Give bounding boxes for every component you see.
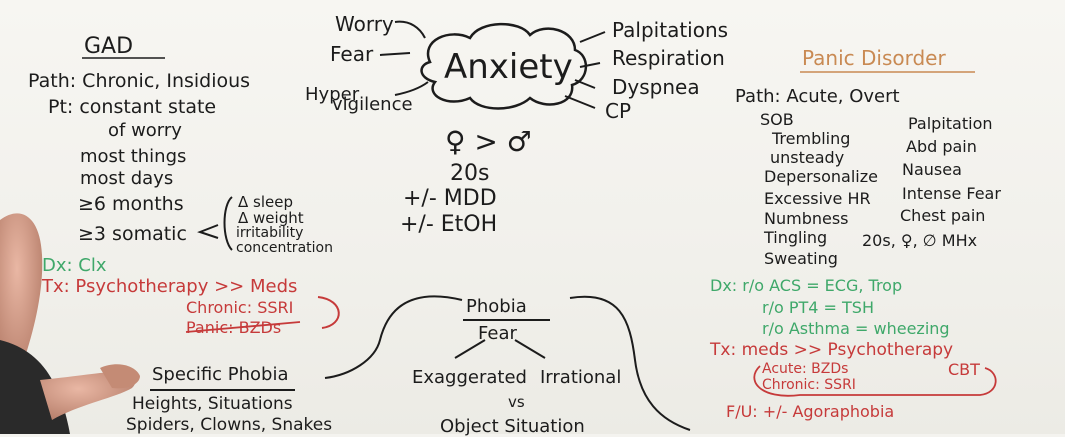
gad-somatic-sleep: Δ sleep bbox=[238, 193, 293, 211]
panic-tx: Tx: meds >> Psychotherapy bbox=[710, 340, 954, 360]
panic-sym-depersonalize: Depersonalize bbox=[764, 167, 878, 186]
phobia-right-curve bbox=[569, 295, 691, 431]
gad-duration: ≥6 months bbox=[78, 193, 184, 215]
trigger-cp: CP bbox=[605, 99, 632, 123]
arrow-cp bbox=[564, 95, 596, 109]
panic-path: Path: Acute, Overt bbox=[735, 86, 900, 107]
panic-cbt: CBT bbox=[948, 360, 980, 379]
trigger-dyspnea: Dyspnea bbox=[612, 75, 700, 99]
specific-phobia-2: Spiders, Clowns, Snakes bbox=[126, 415, 333, 435]
phobia-irrational: Irrational bbox=[540, 367, 622, 388]
panic-sym-nausea: Nausea bbox=[902, 160, 962, 179]
gad-panic: Panic: BZDs bbox=[186, 318, 282, 337]
panic-agoraphobia: F/U: +/- Agoraphobia bbox=[726, 402, 895, 421]
trigger-respiration: Respiration bbox=[612, 46, 725, 70]
panic-dx-1: Dx: r/o ACS = ECG, Trop bbox=[710, 276, 903, 295]
somatic-brace bbox=[223, 196, 233, 251]
gad-pt-3: most things bbox=[80, 146, 187, 167]
panic-sym-trembling: Trembling bbox=[772, 129, 851, 148]
gad-somatic: ≥3 somatic bbox=[78, 223, 187, 245]
trigger-palpitations: Palpitations bbox=[612, 18, 729, 42]
panic-sym-chest-pain: Chest pain bbox=[900, 206, 986, 225]
gad-chronic: Chronic: SSRI bbox=[186, 298, 294, 317]
phobia-branch-left bbox=[454, 339, 486, 359]
gad-pt-1: Pt: constant state bbox=[48, 96, 217, 118]
panic-sym-excessive-hr: Excessive HR bbox=[764, 189, 871, 208]
arrow-resp bbox=[579, 62, 601, 68]
panic-dx-2: r/o PT4 = TSH bbox=[762, 298, 874, 317]
gad-title: GAD bbox=[84, 34, 134, 59]
comorbid-mdd: +/- MDD bbox=[403, 186, 497, 211]
trigger-vigilence: vigilence bbox=[332, 94, 413, 115]
presenter-hand bbox=[100, 364, 140, 389]
panic-title: Panic Disorder bbox=[802, 46, 946, 70]
phobia-exaggerated: Exaggerated bbox=[412, 367, 527, 388]
gad-pt-2: of worry bbox=[108, 120, 182, 141]
arrow-fear bbox=[379, 52, 411, 56]
panic-dx-3: r/o Asthma = wheezing bbox=[762, 319, 950, 338]
panic-sym-sob: SOB bbox=[760, 110, 794, 129]
panic-sym-tingling: Tingling bbox=[764, 228, 828, 247]
anxiety-cloud bbox=[420, 22, 588, 110]
specific-phobia-title: Specific Phobia bbox=[152, 364, 289, 385]
somatic-arrow bbox=[197, 224, 219, 239]
gender-ratio: ♀ > ♂ bbox=[445, 125, 532, 158]
arrow-dysp bbox=[574, 79, 596, 89]
gad-somatic-weight: Δ weight bbox=[238, 209, 304, 227]
phobia-title: Phobia bbox=[466, 296, 527, 317]
gad-pt-4: most days bbox=[80, 168, 174, 189]
presenter-head bbox=[0, 213, 43, 372]
trigger-worry: Worry bbox=[335, 12, 394, 36]
panic-sym-sweating: Sweating bbox=[764, 249, 838, 268]
panic-sym-palpitation: Palpitation bbox=[908, 114, 993, 133]
panic-demographic: 20s, ♀, ∅ MHx bbox=[862, 231, 978, 250]
gad-somatic-concentration: concentration bbox=[236, 240, 333, 256]
panic-sym-intense-fear: Intense Fear bbox=[902, 184, 1001, 203]
phobia-left-curve bbox=[324, 295, 463, 379]
arrow-palp bbox=[579, 31, 606, 43]
panic-acute: Acute: BZDs bbox=[762, 361, 849, 377]
panic-sym-unsteady: unsteady bbox=[770, 148, 845, 167]
tx-red-arrow bbox=[317, 296, 340, 329]
phobia-vs: vs bbox=[508, 393, 525, 411]
arrow-worry bbox=[394, 20, 426, 39]
gad-tx: Tx: Psychotherapy >> Meds bbox=[42, 276, 298, 297]
phobia-branch-right bbox=[514, 339, 546, 359]
panic-sym-abd-pain: Abd pain bbox=[906, 137, 977, 156]
gad-somatic-irritability: irritability bbox=[236, 225, 304, 241]
arrow-vigilence bbox=[394, 81, 429, 96]
specific-phobia-1: Heights, Situations bbox=[132, 394, 293, 414]
trigger-hyper: Hyper bbox=[305, 84, 360, 105]
age-group: 20s bbox=[450, 161, 490, 186]
panic-chronic: Chronic: SSRI bbox=[762, 377, 856, 393]
anxiety-title: Anxiety bbox=[444, 47, 573, 87]
phobia-fear: Fear bbox=[478, 323, 517, 344]
phobia-object-situation: Object Situation bbox=[440, 416, 585, 437]
panic-strike bbox=[185, 321, 301, 333]
trigger-fear: Fear bbox=[330, 42, 374, 66]
panic-tx-loop bbox=[753, 365, 997, 397]
gad-dx: Dx: Clx bbox=[42, 255, 107, 276]
gad-path: Path: Chronic, Insidious bbox=[28, 70, 251, 92]
comorbid-etoh: +/- EtOH bbox=[400, 212, 498, 237]
panic-sym-numbness: Numbness bbox=[764, 209, 849, 228]
